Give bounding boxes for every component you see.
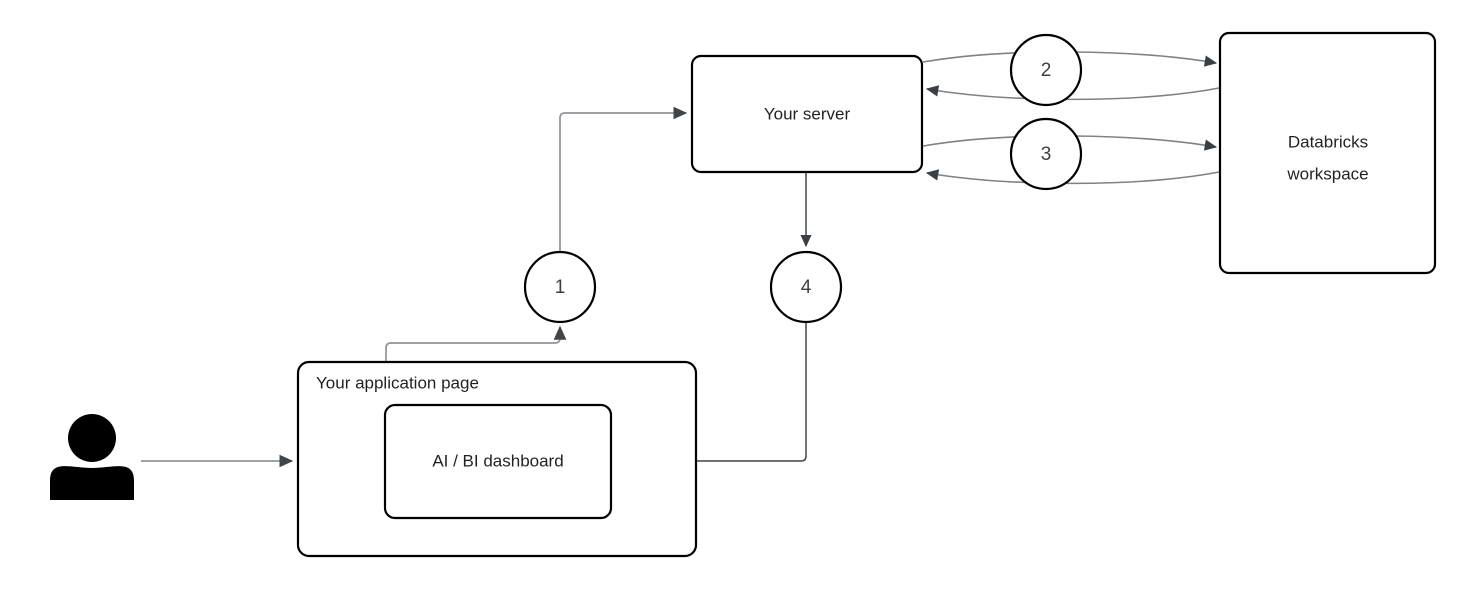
step-2-number: 2 <box>1041 60 1052 81</box>
your-server-box[interactable] <box>690 54 924 174</box>
connector-apppage-to-server-1 <box>385 106 688 362</box>
databricks-workspace-label-line1: Databricks <box>1288 132 1368 151</box>
step-marker-1[interactable]: 1 <box>523 250 597 324</box>
user-actor-icon <box>50 414 134 500</box>
your-server-label: Your server <box>764 104 851 123</box>
connector-apppage-to-step1 <box>385 325 567 362</box>
ai-bi-dashboard-label: AI / BI dashboard <box>432 451 563 470</box>
your-application-page-label: Your application page <box>316 373 479 392</box>
node-your-server[interactable]: Your server <box>690 54 924 174</box>
step-marker-3[interactable]: 3 <box>1009 117 1083 191</box>
step-3-circle[interactable] <box>1009 117 1083 191</box>
databricks-workspace-box[interactable] <box>1218 31 1437 275</box>
step-1-circle[interactable] <box>523 250 597 324</box>
connector-step1-to-server <box>559 106 688 252</box>
connector-workspace-to-server-3 <box>925 169 1220 185</box>
ai-bi-dashboard-box[interactable] <box>383 403 613 520</box>
step-4-number: 4 <box>801 277 812 298</box>
connector-server-to-dashboard-4 <box>617 173 812 467</box>
step-3-number: 3 <box>1041 144 1052 165</box>
step-4-circle[interactable] <box>769 250 843 324</box>
step-marker-2[interactable]: 2 <box>1009 33 1083 107</box>
node-databricks-workspace[interactable]: Databricks workspace <box>1218 31 1437 275</box>
user-head-icon <box>68 414 116 462</box>
user-body-icon <box>50 466 134 500</box>
node-ai-bi-dashboard[interactable]: AI / BI dashboard <box>383 403 613 520</box>
connector-workspace-to-server-2 <box>925 85 1220 101</box>
step-1-number: 1 <box>555 277 566 298</box>
step-2-circle[interactable] <box>1009 33 1083 107</box>
step-marker-4[interactable]: 4 <box>769 250 843 324</box>
databricks-workspace-label-line2: workspace <box>1286 164 1368 183</box>
node-your-application-page[interactable]: Your application page AI / BI dashboard <box>296 360 698 558</box>
connector-step4-to-dashboard <box>617 322 807 467</box>
